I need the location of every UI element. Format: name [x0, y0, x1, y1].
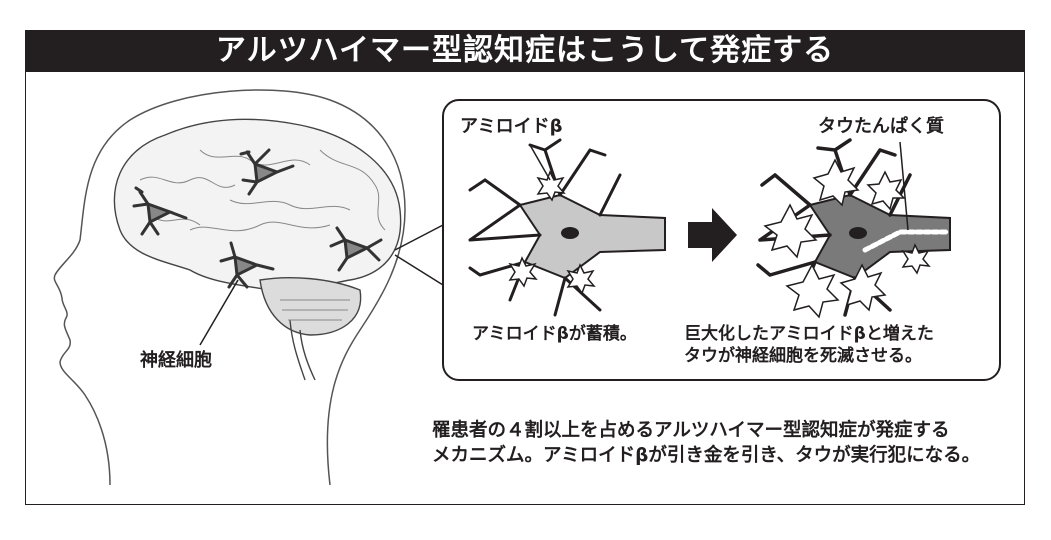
- brain: [113, 118, 402, 381]
- label-amyloid-beta: アミロイドβ: [460, 116, 563, 137]
- amyloid-leader-line: [529, 144, 551, 181]
- brain-neurons: [132, 148, 383, 289]
- page-title: アルツハイマー型認知症はこうして発症する: [25, 30, 1025, 72]
- amyloid-plaque: [901, 243, 931, 275]
- amyloid-plaque: [785, 263, 840, 319]
- amyloid-small: [508, 170, 596, 295]
- amyloid-plaque: [763, 203, 818, 259]
- summary-line: メカニズム。アミロイドβが引き金を引き、タウが実行犯になる。: [432, 445, 981, 466]
- amyloid-large: [763, 158, 931, 319]
- amyloid-plaque: [536, 170, 566, 202]
- caption-line: アミロイドβが蓄積。: [472, 324, 637, 344]
- caption-line: タウが神経細胞を死滅させる。: [684, 346, 922, 366]
- amyloid-plaque: [508, 256, 538, 288]
- nucleus: [561, 227, 579, 239]
- progression-arrow-icon: [688, 208, 737, 262]
- caption-line: 巨大化したアミロイドβと増えた: [684, 324, 934, 344]
- amyloid-plaque: [812, 158, 860, 207]
- amyloid-plaque: [566, 263, 596, 295]
- neuron-stage-1: [468, 138, 666, 317]
- head-profile: [53, 89, 406, 486]
- brain-neuron: [132, 186, 188, 236]
- stage-1-caption: アミロイドβが蓄積。: [472, 323, 637, 345]
- neuron-leader-line: [199, 279, 239, 346]
- zoom-callout-lines: [394, 224, 444, 286]
- neuron-stage-2: [756, 138, 951, 317]
- brain-neuron: [239, 148, 295, 196]
- brain-neuron: [329, 226, 383, 272]
- diagram-frame: [25, 72, 1025, 505]
- amyloid-plaque: [839, 263, 887, 312]
- brain-neuron: [219, 241, 275, 289]
- label-neuron: 神経細胞: [140, 350, 212, 371]
- stage-2-caption: 巨大化したアミロイドβと増えた タウが神経細胞を死滅させる。: [684, 323, 934, 367]
- tau-proteins: [862, 229, 951, 253]
- summary-line: 罹患者の４割以上を占めるアルツハイマー型認知症が発症する: [432, 420, 950, 441]
- label-tau-protein: タウたんぱく質: [818, 116, 944, 137]
- summary-text: 罹患者の４割以上を占めるアルツハイマー型認知症が発症する メカニズム。アミロイド…: [432, 418, 980, 468]
- nucleus: [849, 227, 867, 239]
- tau-leader-line: [899, 141, 909, 231]
- amyloid-plaque: [866, 170, 906, 211]
